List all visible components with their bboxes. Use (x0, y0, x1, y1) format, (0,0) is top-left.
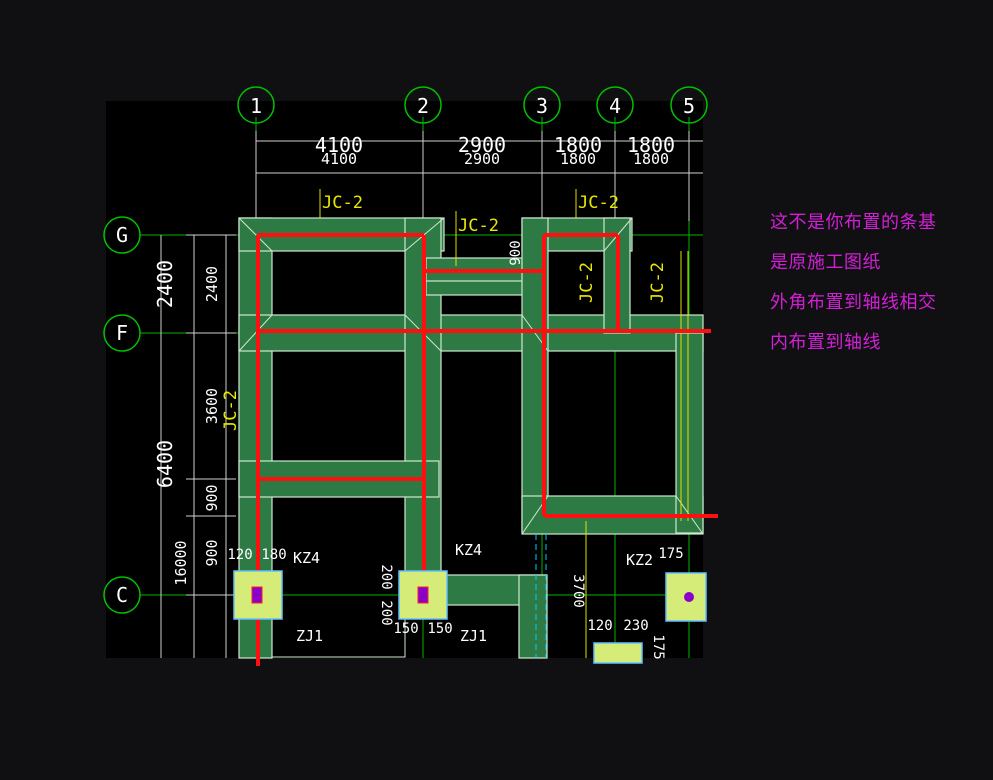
axis-bubble-4 (596, 86, 634, 124)
top-dimensions: 4100 2900 1800 1800 (315, 133, 675, 157)
dim-top: 1800 (627, 133, 675, 157)
dim-top-small: 2900 (464, 150, 500, 168)
label-jc2: JC-2 (322, 193, 363, 213)
axis-label-2: 2 (417, 94, 429, 118)
axis-bubble-3 (523, 86, 561, 124)
dim-local: 175 (658, 546, 683, 562)
dim-local: 120 (227, 547, 252, 563)
hidden-lines (535, 534, 547, 658)
foundation-labels: JC-2 JC-2 JC-2 JC-2 JC-2 JC-2 (221, 193, 668, 431)
dim-local: 175 (650, 634, 666, 659)
label-kz2: KZ2 (626, 551, 653, 569)
dim-local: 150 (427, 621, 452, 637)
dim-local: 120 (587, 618, 612, 634)
column-labels: KZ4 KZ4 KZ2 ZJ1 ZJ1 (293, 541, 653, 645)
foundation-strip (518, 574, 548, 659)
axis-label-3: 3 (536, 94, 548, 118)
foundation-strip (675, 332, 704, 534)
dim-local: 200 (378, 564, 394, 589)
label-jc2: JC-2 (577, 262, 597, 303)
dim-left-inner: 2400 (203, 266, 221, 302)
label-kz4: KZ4 (293, 549, 320, 567)
axis-labels: 1 2 3 4 5 G F C (116, 94, 695, 607)
dim-top-small: 1800 (633, 150, 669, 168)
dim-left: 2400 (153, 260, 177, 308)
column-kz2 (684, 592, 694, 602)
axis-label-1: 1 (250, 94, 262, 118)
pile-cap (593, 642, 643, 664)
column-kz4 (251, 586, 263, 604)
axis-label-g: G (116, 223, 128, 247)
annotation-line-2: 是原施工图纸 (770, 252, 881, 273)
rebar-lines (256, 233, 718, 666)
label-zj1: ZJ1 (296, 627, 323, 645)
dim-local: 180 (261, 547, 286, 563)
structural-plan-svg: 1 2 3 4 5 G F C 4100 2900 1800 1800 4100… (103, 86, 718, 666)
dim-local: 900 (508, 240, 524, 265)
label-jc2: JC-2 (578, 193, 619, 213)
dim-left: 16000 (172, 540, 190, 585)
dim-top: 4100 (315, 133, 363, 157)
dim-left-inner: 3600 (203, 388, 221, 424)
axis-label-c: C (116, 583, 128, 607)
column-kz4 (417, 586, 429, 604)
axis-bubbles (103, 86, 708, 614)
axis-bubble-c (103, 576, 141, 614)
label-kz4: KZ4 (455, 541, 482, 559)
annotation-line-4: 内布置到轴线 (770, 332, 881, 353)
axis-bubble-g (103, 216, 141, 254)
left-dimensions-inner: 16000 2400 3600 900 900 (172, 266, 221, 586)
pile-caps (233, 570, 707, 664)
leader-lines (319, 189, 689, 658)
dim-top-small: 4100 (321, 150, 357, 168)
dim-top: 1800 (554, 133, 602, 157)
dim-local: 230 (623, 618, 648, 634)
axis-label-f: F (116, 321, 128, 345)
dim-left: 6400 (153, 440, 177, 488)
axis-label-5: 5 (683, 94, 695, 118)
cad-drawing-viewport[interactable]: 1 2 3 4 5 G F C 4100 2900 1800 1800 4100… (103, 86, 718, 666)
label-zj1: ZJ1 (460, 627, 487, 645)
dim-top-small: 1800 (560, 150, 596, 168)
dimension-lines (160, 131, 703, 658)
annotation-line-1: 这不是你布置的条基 (770, 212, 937, 233)
dim-left-inner: 900 (203, 539, 221, 566)
axis-bubble-1 (237, 86, 275, 124)
axis-bubble-f (103, 314, 141, 352)
top-dimensions-small: 4100 2900 1800 1800 (321, 150, 669, 168)
dim-local: 200 (378, 600, 394, 625)
dim-local: 3700 (570, 574, 586, 608)
axis-label-4: 4 (609, 94, 621, 118)
strip-foundations (238, 217, 704, 659)
dim-local: 150 (393, 621, 418, 637)
axis-bubble-5 (670, 86, 708, 124)
left-dimensions: 2400 6400 (153, 260, 177, 488)
axis-bubble-2 (404, 86, 442, 124)
label-jc2: JC-2 (458, 216, 499, 236)
label-jc2: JC-2 (648, 262, 668, 303)
label-jc2: JC-2 (221, 390, 241, 431)
local-dimensions: 900 120 180 200 200 150 150 3700 175 120… (227, 240, 683, 659)
dim-top: 2900 (458, 133, 506, 157)
annotation-line-3: 外角布置到轴线相交 (770, 292, 937, 313)
dim-left-inner: 900 (203, 484, 221, 511)
